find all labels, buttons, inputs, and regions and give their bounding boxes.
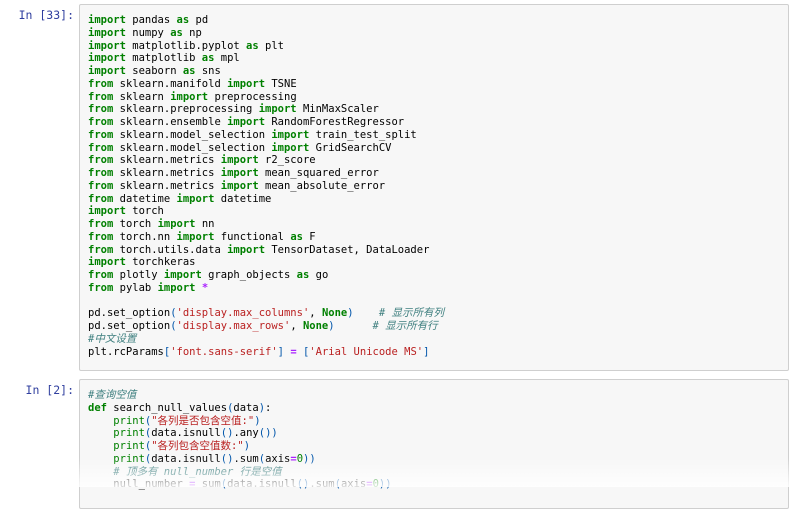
code-line: # 顶多有 null_number 行是空值 [113, 465, 282, 478]
code-line: print(data.isnull().any()) [113, 427, 278, 440]
code-line: from sklearn.metrics import mean_squared… [88, 167, 379, 179]
code-line [88, 295, 444, 308]
code-line: print("各列是否包含空值:") [113, 414, 261, 427]
code-line: pd.set_option('display.max_columns', Non… [88, 307, 445, 320]
code-line: plt.rcParams['font.sans-serif'] = ['Aria… [88, 345, 430, 358]
cell-prompt: In [2]: [25, 383, 74, 397]
code-line: import matplotlib.pyplot as plt [88, 39, 284, 52]
code-line: from torch.utils.data import TensorDatas… [88, 243, 430, 256]
code-line: pd.set_option('display.max_rows', None) … [88, 320, 438, 332]
code-line: from sklearn.manifold import TSNE [88, 77, 297, 90]
code-line: from plotly import graph_objects as go [88, 269, 329, 281]
code-line: from torch import nn [88, 218, 215, 230]
code-line: null_number = sum(data.isnull().sum(axis… [88, 478, 392, 491]
code-line: from sklearn.preprocessing import MinMax… [88, 103, 379, 116]
code-line: from sklearn.ensemble import RandomFores… [88, 116, 405, 128]
code-line: #中文设置 [88, 332, 137, 345]
code-line: from sklearn.model_selection import Grid… [88, 141, 392, 154]
cell-prompt: In [33]: [18, 8, 74, 22]
code-line: import torch [88, 205, 164, 218]
code-line: from pylab import * [88, 281, 209, 294]
code-line: import pandas as pd [88, 14, 209, 26]
code-line: print("各列包含空值数:") [113, 440, 251, 452]
code-line: from datetime import datetime [88, 192, 272, 205]
code-line: from sklearn import preprocessing [88, 90, 297, 103]
code-line: print(data.isnull().sum(axis=0)) [113, 452, 316, 465]
code-line: def search_null_values(data): [88, 401, 272, 414]
code-line: import matplotlib as mpl [88, 52, 240, 65]
code-line: import torchkeras [88, 256, 196, 269]
code-line: import numpy as np [88, 26, 202, 39]
code-line: from sklearn.model_selection import trai… [88, 128, 417, 141]
code-line: from sklearn.metrics import r2_score [88, 154, 316, 167]
code-line: #查询空值 [88, 389, 137, 401]
code-line: import seaborn as sns [88, 65, 221, 77]
code-line: from torch.nn import functional as F [88, 230, 316, 243]
code-line: from sklearn.metrics import mean_absolut… [88, 179, 386, 192]
